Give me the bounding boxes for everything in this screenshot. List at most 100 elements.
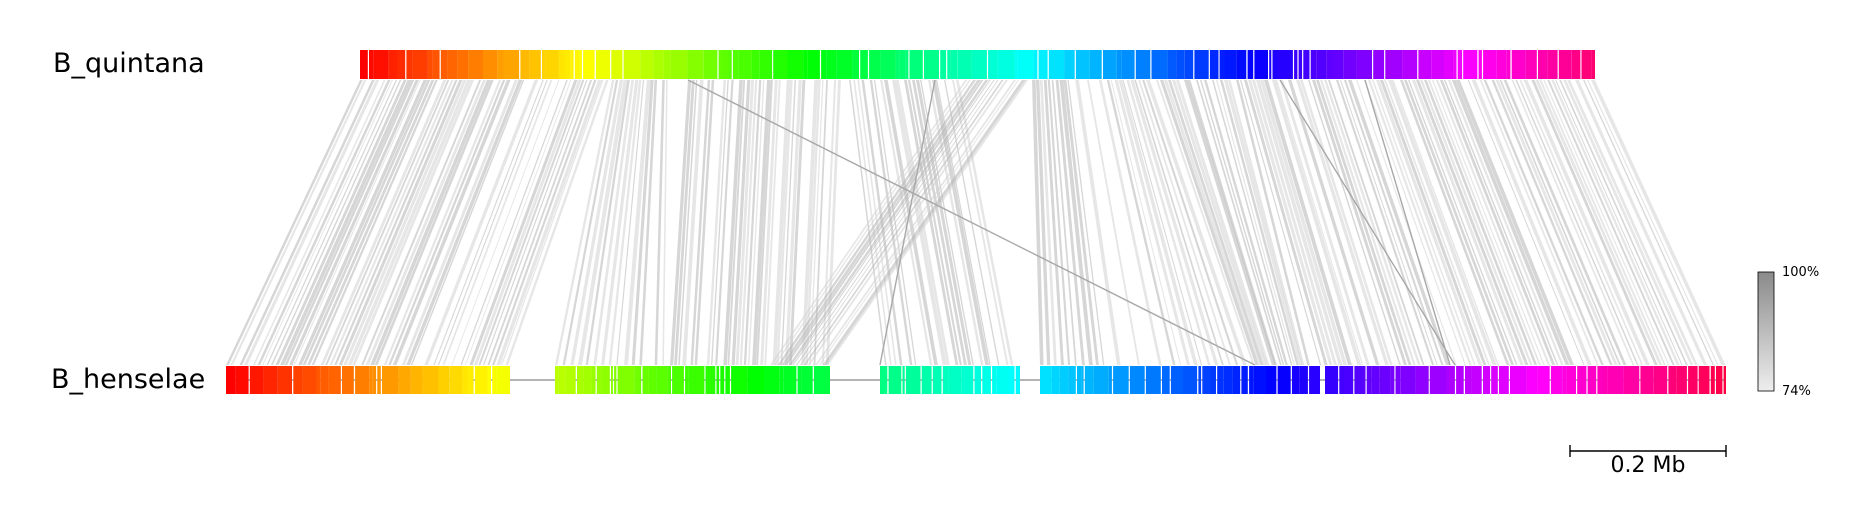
quintana-block — [360, 50, 368, 79]
quintana-block — [988, 50, 998, 79]
quintana-block — [1431, 50, 1444, 79]
quintana-block — [803, 50, 808, 79]
henselae-block — [1465, 366, 1472, 394]
henselae-block — [369, 366, 373, 394]
quintana-block — [728, 50, 732, 79]
synteny-link — [674, 80, 695, 365]
synteny-link — [442, 80, 553, 365]
henselae-block — [1653, 366, 1668, 394]
quintana-block — [427, 50, 433, 79]
henselae-block — [1510, 366, 1527, 394]
synteny-link — [244, 80, 380, 365]
synteny-link — [478, 80, 585, 365]
synteny-link — [639, 80, 658, 365]
synteny-link — [1420, 80, 1533, 365]
synteny-link — [1324, 80, 1421, 365]
synteny-link — [822, 80, 1026, 365]
synteny-link — [1110, 80, 1182, 365]
henselae-block — [422, 366, 439, 394]
synteny-link — [1134, 80, 1224, 365]
quintana-block — [1310, 50, 1317, 79]
synteny-link — [715, 80, 734, 365]
henselae-block — [1277, 366, 1291, 394]
quintana-block — [1151, 50, 1168, 79]
henselae-block — [1623, 366, 1640, 394]
henselae-block — [1429, 366, 1447, 394]
identity-colorbar — [1757, 271, 1775, 392]
synteny-link — [1063, 80, 1099, 365]
synteny-link — [1118, 80, 1198, 365]
quintana-block — [732, 50, 739, 79]
synteny-link — [284, 80, 415, 365]
henselae-block — [974, 366, 982, 394]
henselae-block — [705, 366, 716, 394]
synteny-link — [289, 80, 419, 365]
synteny-link — [706, 80, 726, 365]
synteny-link — [1471, 80, 1592, 365]
synteny-link — [1400, 80, 1510, 365]
synteny-link — [1587, 80, 1719, 365]
synteny-link — [1156, 80, 1255, 365]
henselae-block — [1366, 366, 1372, 394]
synteny-link — [631, 80, 654, 365]
quintana-block — [1571, 50, 1581, 79]
synteny-link — [343, 80, 467, 365]
henselae-block — [1291, 366, 1300, 394]
quintana-block — [1332, 50, 1344, 79]
quintana-block — [1558, 50, 1572, 79]
quintana-block — [836, 50, 853, 79]
synteny-link — [555, 80, 615, 365]
henselae-block — [1253, 366, 1266, 394]
synteny-link — [1563, 80, 1694, 365]
henselae-block — [1059, 366, 1068, 394]
synteny-link — [1416, 80, 1529, 365]
synteny-link — [1059, 80, 1093, 365]
quintana-block — [940, 50, 947, 79]
synteny-link — [1051, 80, 1077, 365]
synteny-link — [1408, 80, 1518, 365]
henselae-block — [596, 366, 602, 394]
synteny-link — [1075, 80, 1121, 365]
synteny-link — [320, 80, 447, 365]
synteny-link — [1451, 80, 1570, 365]
synteny-link — [1344, 80, 1444, 365]
quintana-block — [595, 50, 611, 79]
synteny-link — [1336, 80, 1435, 365]
synteny-link — [777, 80, 976, 365]
synteny-link — [1443, 80, 1559, 365]
synteny-link — [383, 80, 502, 365]
quintana-block — [468, 50, 483, 79]
synteny-link — [1188, 80, 1277, 365]
synteny-link — [1138, 80, 1231, 365]
synteny-link — [1547, 80, 1675, 365]
quintana-block — [440, 50, 448, 79]
synteny-link — [739, 80, 758, 365]
henselae-block — [1562, 366, 1567, 394]
henselae-block — [783, 366, 797, 394]
synteny-link — [1032, 80, 1044, 365]
synteny-link — [747, 80, 765, 365]
henselae-block — [382, 366, 399, 394]
synteny-link — [1348, 80, 1450, 365]
synteny-link — [1168, 80, 1264, 365]
synteny-link — [302, 80, 431, 365]
synteny-link — [1248, 80, 1333, 365]
synteny-link — [473, 80, 582, 365]
synteny-link — [1312, 80, 1408, 365]
quintana-block — [406, 50, 413, 79]
quintana-block — [1303, 50, 1310, 79]
synteny-link — [1200, 80, 1285, 365]
henselae-block — [565, 366, 576, 394]
quintana-block — [1591, 50, 1595, 79]
synteny-link — [601, 80, 639, 365]
synteny-link — [928, 80, 984, 365]
synteny-link — [813, 80, 828, 365]
henselae-block — [249, 366, 264, 394]
henselae-block — [1471, 366, 1482, 394]
quintana-block — [997, 50, 1015, 79]
quintana-block — [1236, 50, 1247, 79]
henselae-block — [1040, 366, 1052, 394]
henselae-block — [905, 366, 921, 394]
synteny-link — [338, 80, 463, 365]
synteny-link — [347, 80, 471, 365]
